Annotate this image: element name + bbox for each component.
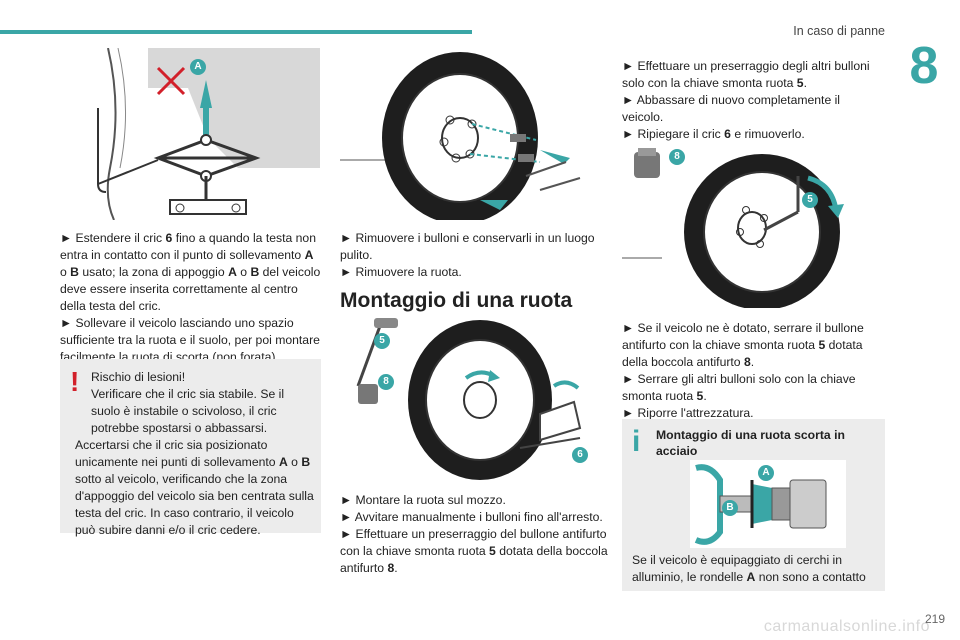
warning-title: Rischio di lesioni! bbox=[91, 370, 186, 384]
col3-step-6: ► Riporre l'attrezzatura. bbox=[622, 406, 754, 420]
col3-step-2: ► Abbassare di nuovo completamente il ve… bbox=[622, 93, 841, 124]
section-heading: Montaggio di una ruota bbox=[340, 289, 573, 312]
label-b-badge-info: B bbox=[722, 500, 738, 516]
col2-step-3: ► Montare la ruota sul mozzo. bbox=[340, 493, 506, 507]
info-icon: i bbox=[632, 425, 641, 458]
exclamation-icon: ! bbox=[70, 366, 80, 397]
col2-step-5: ► Effettuare un preserraggio del bullone… bbox=[340, 527, 608, 575]
col2-step-2: ► Rimuovere la ruota. bbox=[340, 265, 462, 279]
col1-step-2: ► Sollevare il veicolo lasciando uno spa… bbox=[60, 316, 320, 364]
warning-box bbox=[60, 359, 321, 533]
warning-text: Rischio di lesioni! Verificare che il cr… bbox=[75, 369, 315, 539]
col3-step-5: ► Serrare gli altri bulloni solo con la … bbox=[622, 372, 856, 403]
jack-illustration bbox=[97, 48, 320, 220]
label-5-badge: 5 bbox=[374, 333, 390, 349]
label-6-badge: 6 bbox=[572, 447, 588, 463]
chapter-number: 8 bbox=[909, 37, 939, 95]
wheel-removal-illustration bbox=[340, 52, 581, 220]
header-accent-bar bbox=[0, 30, 472, 34]
page-number: 219 bbox=[924, 612, 945, 626]
label-8-badge-col3: 8 bbox=[669, 149, 685, 165]
label-5-badge-col3: 5 bbox=[802, 192, 818, 208]
label-a-badge: A bbox=[190, 59, 206, 75]
section-title: In caso di panne bbox=[793, 24, 885, 38]
col3-step-3: ► Ripiegare il cric 6 e rimuoverlo. bbox=[622, 127, 805, 141]
wheel-mounting-illustration bbox=[356, 318, 582, 480]
label-a-badge-info: A bbox=[758, 465, 774, 481]
watermark: carmanualsonline.info bbox=[763, 618, 930, 635]
warning-line2: Verificare che il cric sia stabile. Se i… bbox=[91, 387, 285, 435]
col3-text-bottom: ► Se il veicolo ne è dotato, serrare il … bbox=[622, 320, 884, 422]
warning-line3: Accertarsi che il cric sia posizionato u… bbox=[75, 438, 314, 537]
col1-step-1: ► Estendere il cric 6 fino a quando la t… bbox=[60, 231, 321, 313]
col2-step-1: ► Rimuovere i bulloni e conservarli in u… bbox=[340, 231, 595, 262]
info-title: Montaggio di una ruota scorta in acciaio bbox=[656, 428, 845, 458]
col2-text-bottom: ► Montare la ruota sul mozzo. ► Avvitare… bbox=[340, 492, 608, 577]
info-text: Se il veicolo è equipaggiato di cerchi i… bbox=[632, 553, 866, 584]
label-8-badge: 8 bbox=[378, 374, 394, 390]
col3-step-1: ► Effettuare un preserraggio degli altri… bbox=[622, 59, 870, 90]
wheel-tightening-illustration bbox=[622, 148, 844, 308]
col3-text-top: ► Effettuare un preserraggio degli altri… bbox=[622, 58, 884, 143]
col3-step-4: ► Se il veicolo ne è dotato, serrare il … bbox=[622, 321, 864, 369]
col1-text: ► Estendere il cric 6 fino a quando la t… bbox=[60, 230, 322, 366]
col2-step-4: ► Avvitare manualmente i bulloni fino al… bbox=[340, 510, 603, 524]
col2-text-top: ► Rimuovere i bulloni e conservarli in u… bbox=[340, 230, 606, 281]
